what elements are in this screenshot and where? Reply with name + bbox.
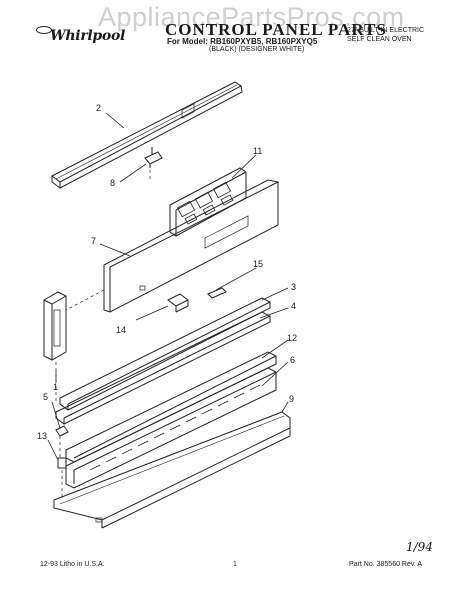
part-4-trim [55,311,271,425]
callout-12: 12 [287,333,298,343]
handwritten-note: 1/94 [406,540,433,554]
callout-1: 1 [53,382,59,392]
brand-logo: Whirlpool [50,28,125,44]
footer-date-litho: 12-93 Litho in U.S.A. [40,561,105,568]
callout-13: 13 [37,431,48,441]
part-12-vent-frame [65,351,277,489]
watermark: AppliancePartsPros.com [98,2,405,32]
footer-page-number: 1 [233,561,237,568]
callout-7: 7 [91,236,97,246]
part-14-connector [167,293,189,313]
part-2-top-trim [51,81,243,189]
brand-logo-mark [36,26,52,34]
footer-part-number: Part No. 385560 Rev. A [349,561,423,568]
part-3-trim [59,297,271,411]
part-5-clip [55,425,69,437]
part-9-bottom-tray [53,411,291,529]
part-13-clip [57,457,67,469]
part-8-clip [144,147,163,168]
callout-8: 8 [110,178,116,188]
part-11-electronic-control [169,103,247,237]
callout-14: 14 [116,325,127,335]
part-15-bracket [207,287,227,299]
product-line-2: SELF CLEAN OVEN [347,36,412,43]
product-description: 27" BUILT-IN ELECTRIC SELF CLEAN OVEN [347,26,457,44]
callout-9: 9 [289,394,295,404]
product-line-1: 27" BUILT-IN ELECTRIC [347,27,425,34]
callout-11: 11 [253,146,263,156]
callout-5: 5 [43,392,49,402]
callout-6: 6 [290,355,296,365]
callout-2: 2 [96,103,102,113]
callout-4: 4 [291,301,297,311]
part-1-end-cap [43,291,67,361]
callout-15: 15 [253,259,264,269]
part-7-control-panel [103,179,279,313]
callout-3: 3 [291,282,297,292]
variant-line: (BLACK) (DESIGNER WHITE) [209,46,305,53]
model-line: For Model: RB160PXYB5, RB160PXYQ5 [167,37,318,46]
page-title: CONTROL PANEL PARTS [165,20,387,39]
